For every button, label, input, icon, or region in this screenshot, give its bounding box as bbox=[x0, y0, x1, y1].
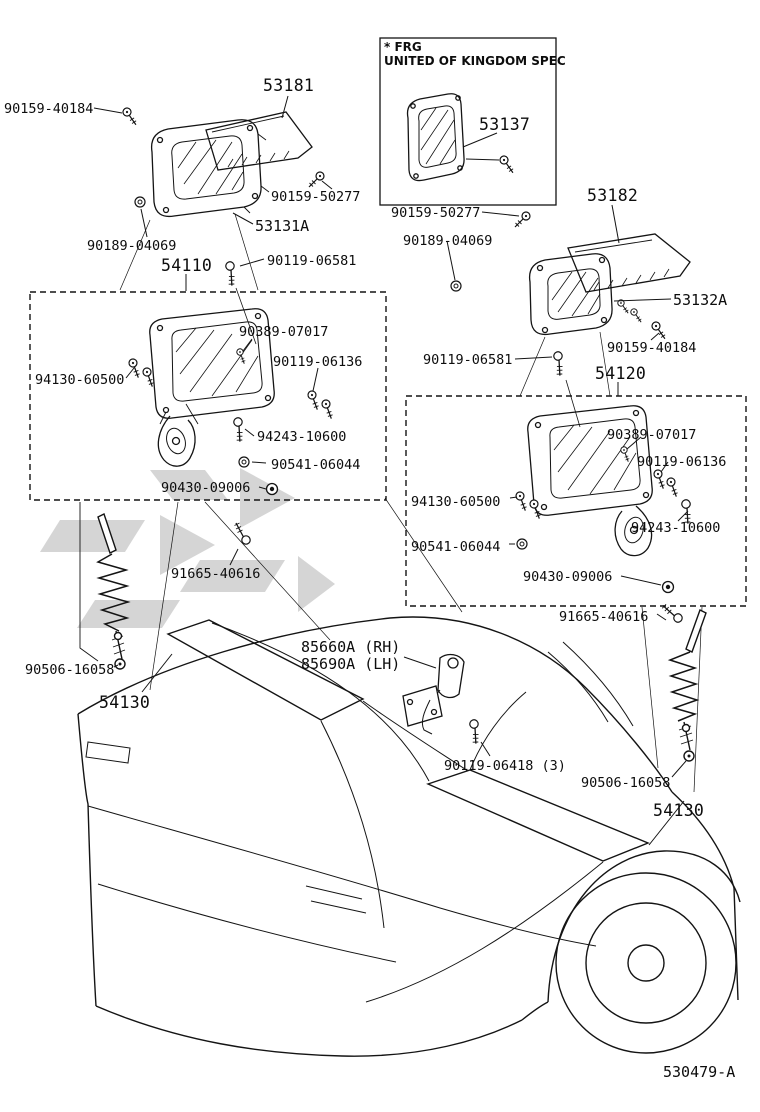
leader-lines bbox=[79, 95, 689, 846]
bolt-icon-90119-06581-right bbox=[546, 349, 571, 377]
part-label-90541-06044-left: 90541-06044 bbox=[271, 457, 361, 473]
uk-spec-note-line1: * FRG bbox=[384, 40, 422, 54]
part-label-90159-40184-right: 90159-40184 bbox=[607, 340, 697, 356]
uk-headlight-bezel-53137 bbox=[406, 93, 465, 182]
part-label-94243-10600-left: 94243-10600 bbox=[257, 429, 347, 445]
part-label-90119-06581-left: 90119-06581 bbox=[267, 253, 357, 269]
part-label-54110: 54110 bbox=[161, 256, 213, 275]
screw-icon-90159-40184-right bbox=[649, 320, 669, 340]
alignment-lines bbox=[119, 213, 703, 793]
part-label-53181: 53181 bbox=[263, 76, 315, 95]
uk-spec-note-line2: UNITED OF KINGDOM SPEC bbox=[384, 54, 566, 68]
part-label-90541-06044-right: 90541-06044 bbox=[411, 539, 501, 555]
part-label-53137: 53137 bbox=[479, 115, 531, 134]
headlight-cover-right-53182 bbox=[567, 233, 691, 293]
headlight-door-panel-right bbox=[426, 769, 650, 862]
grommet-icon-90430-left bbox=[265, 482, 279, 496]
part-label-90189-04069-left: 90189-04069 bbox=[87, 238, 177, 254]
screw-icon-94130-left-b bbox=[138, 366, 160, 388]
part-label-53131A: 53131A bbox=[255, 217, 310, 235]
uk-spec-box bbox=[379, 37, 557, 206]
part-label-90119-06136-right: 90119-06136 bbox=[637, 454, 727, 470]
screw-icon-90389-right bbox=[616, 445, 634, 463]
part-label-91665-40616-right: 91665-40616 bbox=[559, 609, 649, 625]
part-label-54130-left: 54130 bbox=[99, 693, 151, 712]
part-label-90119-06418: 90119-06418 (3) bbox=[444, 758, 566, 774]
headlight-bezel-right-53132A bbox=[528, 253, 613, 336]
part-label-90119-06136-left: 90119-06136 bbox=[273, 354, 363, 370]
watermark-logo bbox=[40, 468, 335, 628]
assembly-box-54110 bbox=[29, 291, 387, 501]
part-label-90159-40184-topleft: 90159-40184 bbox=[4, 101, 94, 117]
bolt-icon-94243-left bbox=[226, 415, 251, 443]
retract-bracket-right-54120 bbox=[527, 405, 653, 557]
grommet-icon-90430-right bbox=[661, 580, 675, 594]
part-label-90389-07017-left: 90389-07017 bbox=[239, 324, 329, 340]
part-label-53182: 53182 bbox=[587, 186, 639, 205]
part-label-54120: 54120 bbox=[595, 364, 647, 383]
screw-icon-90389-left bbox=[232, 347, 250, 365]
part-label-90159-50277-left: 90159-50277 bbox=[271, 189, 361, 205]
headlight-door-panel-left bbox=[166, 619, 365, 721]
retract-bracket-left-54110 bbox=[149, 308, 275, 467]
part-label-90159-50277-right: 90159-50277 bbox=[391, 205, 481, 221]
part-label-85660A-RH: 85660A (RH) bbox=[301, 638, 401, 656]
screw-icon-uk-box bbox=[497, 154, 517, 174]
part-label-53132A: 53132A bbox=[673, 291, 728, 309]
screw-icon-06136-left-b bbox=[317, 398, 339, 420]
retract-motor-85660A bbox=[402, 653, 465, 735]
assembly-box-54120 bbox=[405, 395, 747, 607]
screw-icon-06136-left-a bbox=[303, 389, 325, 411]
nut-icon-90541-left bbox=[238, 456, 250, 468]
part-label-85690A-LH: 85690A (LH) bbox=[301, 655, 401, 673]
diagram-code: 530479-A bbox=[663, 1063, 736, 1081]
bolt-icon-90119-06418 bbox=[462, 717, 487, 745]
screw-icon-bezel-right-b bbox=[628, 307, 644, 323]
part-label-94243-10600-right: 94243-10600 bbox=[631, 520, 721, 536]
part-label-90389-07017-right: 90389-07017 bbox=[607, 427, 697, 443]
part-label-90189-04069-right: 90189-04069 bbox=[403, 233, 493, 249]
part-label-90430-09006-left: 90430-09006 bbox=[161, 480, 251, 496]
headlight-bezel-left-53131A bbox=[150, 119, 270, 218]
nut-icon-90189-04069-right bbox=[450, 280, 462, 292]
screw-icon-06136-right-a bbox=[649, 468, 671, 490]
headlight-cover-left-53181 bbox=[205, 111, 313, 171]
bolt-icon-90119-06581-left bbox=[218, 259, 243, 287]
bolt-icon-91665-right bbox=[660, 599, 685, 627]
part-label-94130-60500-right: 94130-60500 bbox=[411, 494, 501, 510]
screw-icon-94130-right-a bbox=[511, 490, 533, 512]
part-label-90430-09006-right: 90430-09006 bbox=[523, 569, 613, 585]
part-label-90119-06581-right: 90119-06581 bbox=[423, 352, 513, 368]
nut-icon-90541-right bbox=[516, 538, 528, 550]
nut-icon-90189-04069-left bbox=[134, 196, 146, 208]
screw-icon-06136-right-b bbox=[662, 476, 684, 498]
part-label-54130-right: 54130 bbox=[653, 801, 705, 820]
lift-spring-left-91665 bbox=[96, 513, 131, 670]
part-label-94130-60500-left: 94130-60500 bbox=[35, 372, 125, 388]
lift-spring-right-91665 bbox=[667, 609, 707, 762]
screw-icon-90159-50277-left bbox=[308, 171, 325, 188]
part-label-90506-16058-right: 90506-16058 bbox=[581, 775, 671, 791]
car-front-end-drawing bbox=[77, 616, 741, 1057]
screw-icon-bezel-right-a bbox=[615, 298, 631, 314]
part-label-91665-40616-left: 91665-40616 bbox=[171, 566, 261, 582]
screw-icon-90159-40184-topleft bbox=[120, 106, 140, 126]
part-label-90506-16058-left: 90506-16058 bbox=[25, 662, 115, 678]
screw-icon-94130-left-a bbox=[124, 357, 146, 379]
screw-icon-90159-50277-right bbox=[514, 211, 531, 228]
